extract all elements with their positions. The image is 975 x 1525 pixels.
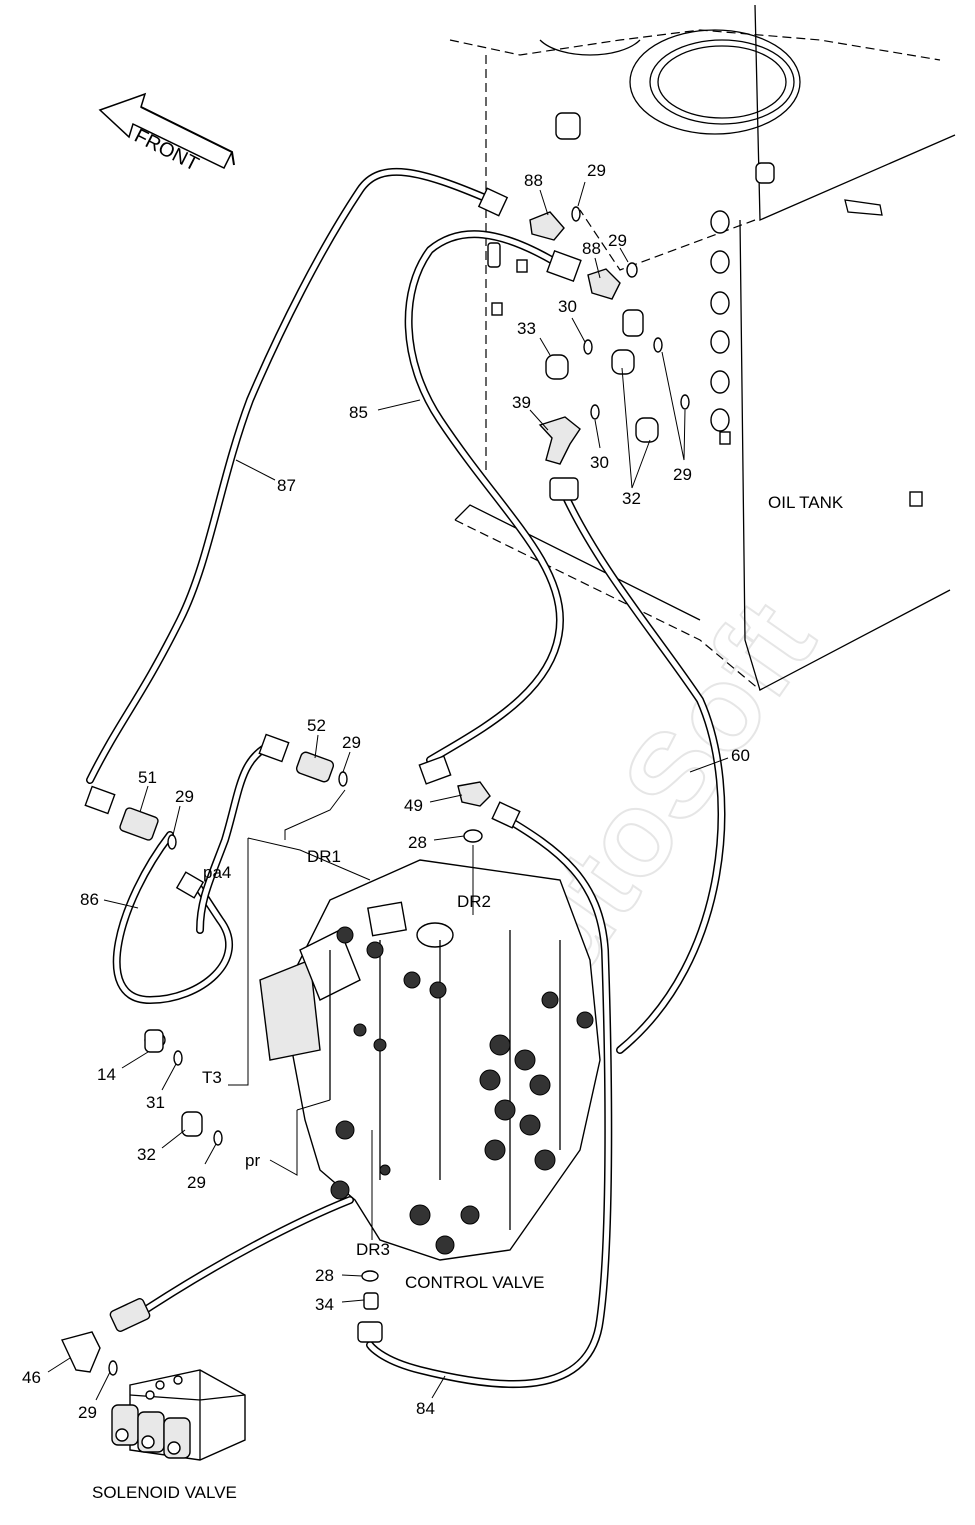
- tank-ports: [487, 210, 923, 507]
- part-29-d: 29: [342, 733, 361, 752]
- part-14: 14: [97, 1065, 116, 1084]
- oil-tank-label: OIL TANK: [768, 493, 844, 512]
- port-dr2: DR2: [457, 892, 491, 911]
- part-52: 52: [307, 716, 326, 735]
- solenoid-valve: SOLENOID VALVE: [92, 1369, 246, 1502]
- part-30-a: 30: [558, 297, 577, 316]
- hose-86: [112, 831, 233, 1004]
- port-dr3: DR3: [356, 1240, 390, 1259]
- control-valve-bolts: [330, 926, 594, 1255]
- part-34: 34: [315, 1295, 334, 1314]
- part-28-b: 28: [315, 1266, 334, 1285]
- part-87: 87: [277, 476, 296, 495]
- part-31: 31: [146, 1093, 165, 1112]
- part-39: 39: [512, 393, 531, 412]
- port-dr1: DR1: [307, 847, 341, 866]
- part-86: 86: [80, 890, 99, 909]
- part-84: 84: [416, 1399, 435, 1418]
- hose-84: [366, 811, 613, 1389]
- part-28-a: 28: [408, 833, 427, 852]
- part-number-labels: 88 29 88 29 33 30 85 39 30 32 29 87 52 2…: [22, 161, 750, 1422]
- hose-85: [404, 230, 564, 764]
- port-t3: T3: [202, 1068, 222, 1087]
- port-leaders: [228, 789, 474, 1240]
- part-51: 51: [138, 768, 157, 787]
- part-29-g: 29: [78, 1403, 97, 1422]
- part-29-f: 29: [187, 1173, 206, 1192]
- fittings-control-valve: [84, 733, 521, 899]
- fittings-lower: [61, 1029, 383, 1376]
- part-32-a: 32: [622, 489, 641, 508]
- hose-87: [86, 167, 494, 784]
- hose-pa4: [196, 741, 274, 934]
- part-29-c: 29: [673, 465, 692, 484]
- part-49: 49: [404, 796, 423, 815]
- part-60: 60: [731, 746, 750, 765]
- port-pa4: pa4: [203, 863, 231, 882]
- part-32-b: 32: [137, 1145, 156, 1164]
- control-valve: CONTROL VALVE: [259, 859, 601, 1292]
- oil-tank: OIL TANK: [449, 4, 956, 691]
- front-arrow-icon: FRONT: [98, 92, 235, 176]
- hose-solenoid: [126, 1196, 354, 1324]
- fittings-tank: [477, 187, 690, 501]
- hose-60: [561, 491, 726, 1054]
- part-29-a: 29: [587, 161, 606, 180]
- part-33: 33: [517, 319, 536, 338]
- part-29-e: 29: [175, 787, 194, 806]
- port-labels: DR1 DR2 DR3 pa4 T3 pr: [202, 847, 491, 1259]
- part-46: 46: [22, 1368, 41, 1387]
- part-88-b: 88: [582, 239, 601, 258]
- part-85: 85: [349, 403, 368, 422]
- solenoid-valve-label: SOLENOID VALVE: [92, 1483, 237, 1502]
- part-88-a: 88: [524, 171, 543, 190]
- part-29-b: 29: [608, 231, 627, 250]
- control-valve-label: CONTROL VALVE: [405, 1273, 545, 1292]
- port-pr: pr: [245, 1151, 260, 1170]
- part-30-b: 30: [590, 453, 609, 472]
